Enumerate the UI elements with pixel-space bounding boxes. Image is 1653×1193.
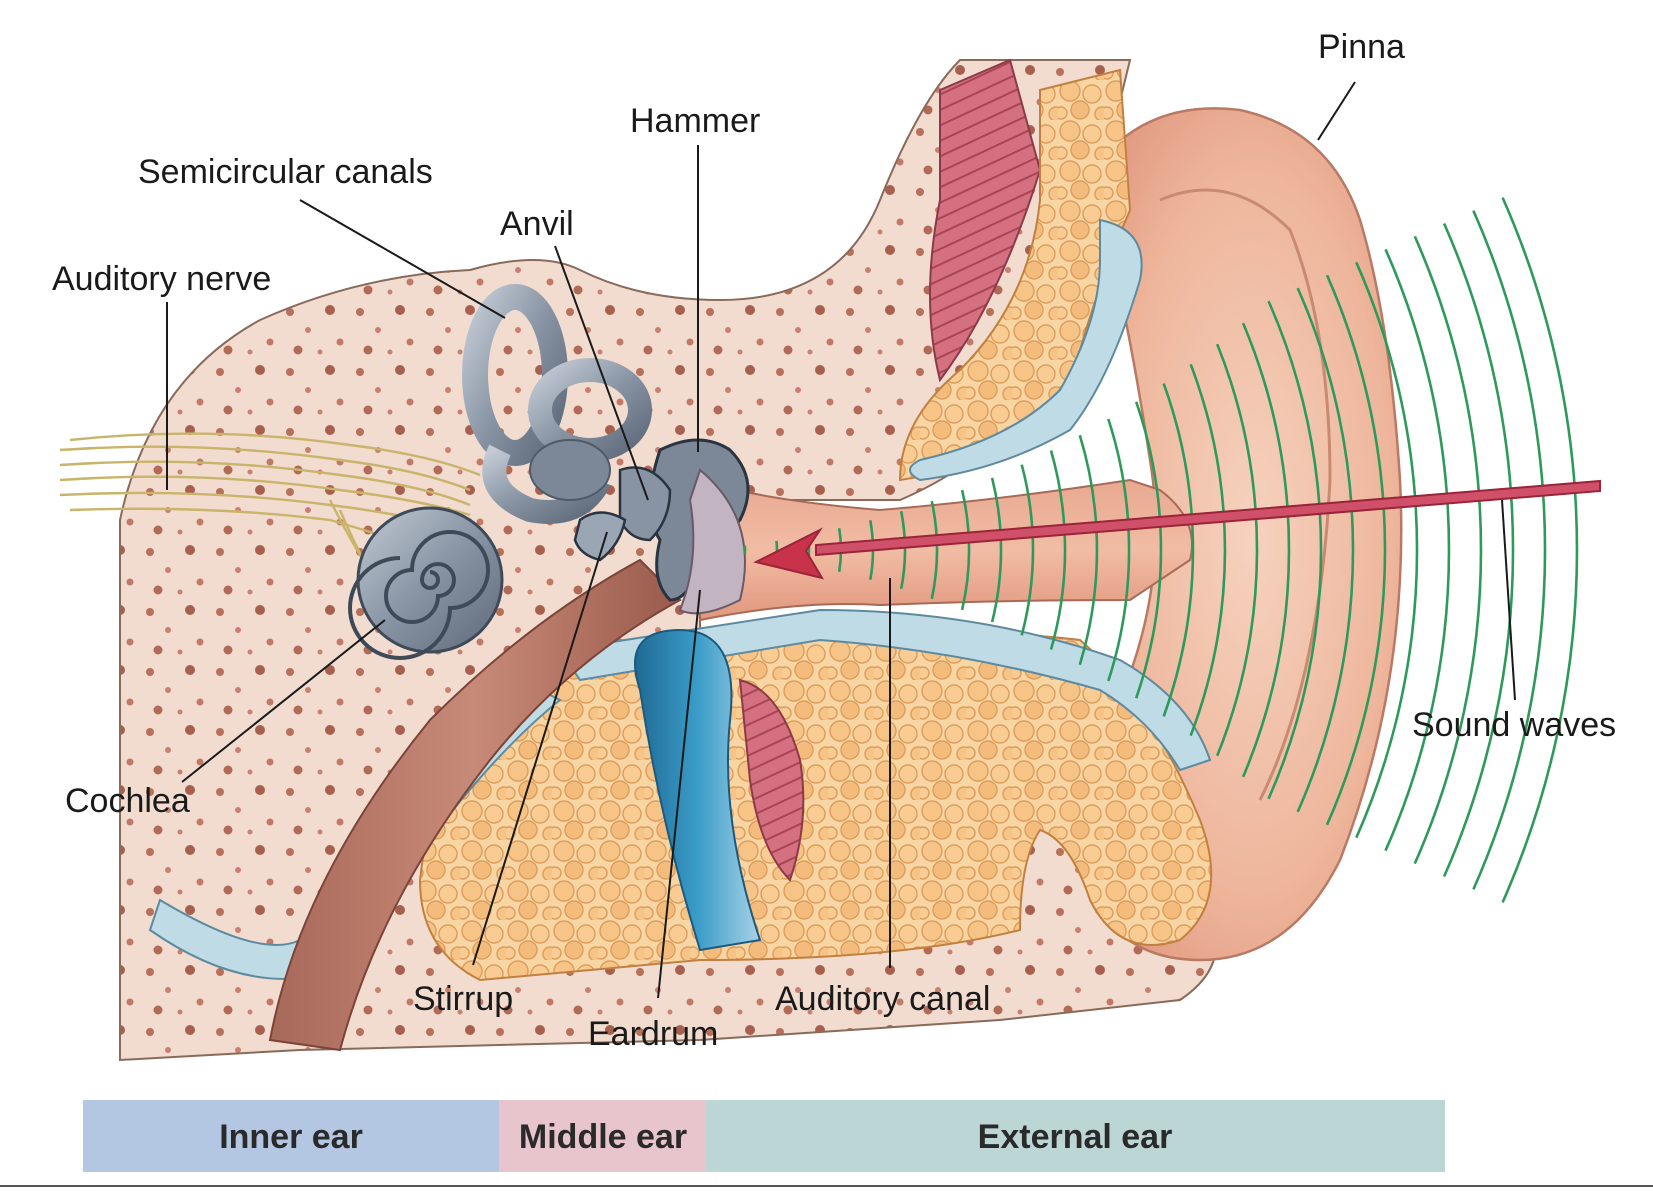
cochlea-label: Cochlea xyxy=(65,782,190,820)
sound-wave-arc xyxy=(1384,248,1451,852)
sound-wave-arc xyxy=(1355,261,1419,839)
sound-wave-arc xyxy=(1215,343,1259,757)
ear-region-bar: Inner ear Middle ear External ear xyxy=(83,1100,1445,1172)
sound-waves-label: Sound waves xyxy=(1412,706,1616,744)
upper-cartilage xyxy=(909,218,1143,482)
sound-wave-arc xyxy=(1501,197,1579,903)
eustachian-tube xyxy=(268,558,682,1052)
sound-wave-arc xyxy=(1472,210,1547,890)
sound-wave-arc xyxy=(1107,418,1131,682)
sound-wave-arc xyxy=(990,477,1003,623)
semicircular-canals-shape xyxy=(462,284,652,524)
sound-wave-arc xyxy=(1325,274,1387,826)
middle-ear-band xyxy=(499,1100,706,1172)
sound-wave-arc xyxy=(1134,401,1163,699)
stirrup-label: Stirrup xyxy=(413,980,513,1018)
jugular-vein xyxy=(634,628,762,952)
semicircular-canals-leader xyxy=(299,199,506,319)
eardrum-label: Eardrum xyxy=(588,1015,718,1053)
sound-wave-arc xyxy=(1049,450,1067,650)
external-ear-band xyxy=(706,1100,1445,1172)
sound-arrowhead xyxy=(753,527,825,580)
ossicles-shape xyxy=(573,438,750,615)
sound-wave-arc xyxy=(930,500,939,600)
upper-muscle xyxy=(929,58,1042,383)
cochlea-shape xyxy=(348,506,504,660)
pinna-leader xyxy=(1317,81,1356,141)
pinna-label: Pinna xyxy=(1318,28,1405,66)
auditory-nerve-fibers xyxy=(59,432,481,621)
middle-ear-label: Middle ear xyxy=(519,1118,687,1156)
sound-wave-arc xyxy=(1020,464,1035,636)
eardrum-membrane xyxy=(678,468,746,615)
auditory-nerve-label: Auditory nerve xyxy=(52,260,271,298)
sound-wave-arc xyxy=(899,510,907,590)
sound-wave-arc xyxy=(960,489,971,611)
lower-cartilage xyxy=(558,608,1212,772)
auditory-canal-shape xyxy=(699,478,1193,622)
anvil-bone xyxy=(618,466,672,542)
cochlea-leader xyxy=(181,619,386,783)
anvil-leader xyxy=(554,245,649,501)
stirrup-leader xyxy=(472,531,608,966)
sound-wave-arc xyxy=(1189,363,1227,737)
sound-wave-arc xyxy=(1267,300,1323,800)
pinna-inner-fold xyxy=(1159,188,1332,801)
sound-wave-arc xyxy=(1296,287,1355,813)
sound-wave-arc xyxy=(1442,222,1515,878)
anatomy-illustration xyxy=(59,58,1601,1062)
sound-wave-arc xyxy=(1162,383,1195,717)
inner-ear-band xyxy=(83,1100,499,1172)
external-ear-label: External ear xyxy=(978,1118,1173,1156)
labels: Pinna Hammer Semicircular canals Anvil A… xyxy=(52,28,1616,1053)
hammer-label: Hammer xyxy=(630,102,760,140)
sound-wave-arc xyxy=(1413,235,1483,865)
sound-wave-arcs xyxy=(743,197,1579,903)
inner-ear-label: Inner ear xyxy=(219,1118,363,1156)
sound-waves-leader xyxy=(1501,499,1516,701)
auditory-canal-label: Auditory canal xyxy=(775,980,990,1018)
sound-wave-arc xyxy=(1078,434,1099,666)
semicircular-canals-label: Semicircular canals xyxy=(138,153,433,191)
anvil-label: Anvil xyxy=(500,205,574,243)
eardrum-leader xyxy=(657,589,701,999)
lower-muscle xyxy=(738,678,805,882)
stirrup-bone xyxy=(573,511,627,562)
leader-lines xyxy=(166,81,1516,999)
sound-wave-arc xyxy=(1241,322,1291,778)
sound-arrow xyxy=(753,479,1601,580)
